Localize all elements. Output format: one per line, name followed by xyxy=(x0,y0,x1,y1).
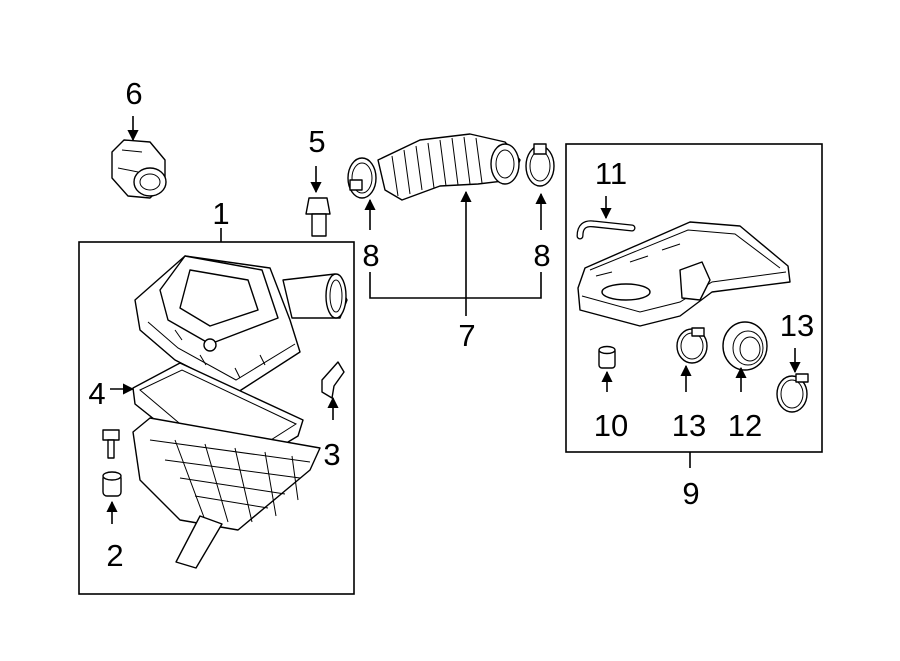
resonator-9 xyxy=(577,221,791,327)
callout-13-right: 13 xyxy=(780,308,814,343)
callout-3: 3 xyxy=(323,437,340,472)
callout-8-bracket xyxy=(369,272,542,299)
callout-12: 12 xyxy=(728,408,762,443)
clamp-13-left xyxy=(676,327,708,364)
bolt xyxy=(102,429,120,459)
callout-5: 5 xyxy=(308,124,325,159)
intake-duct-7 xyxy=(377,133,521,201)
air-cleaner-lower-tray xyxy=(132,417,321,569)
callout-13-left: 13 xyxy=(672,408,706,443)
clamp-8-left xyxy=(347,157,377,199)
callout-10: 10 xyxy=(594,408,628,443)
callout-4: 4 xyxy=(88,376,105,411)
air-cleaner-upper-housing xyxy=(134,255,348,393)
clamp-8-right xyxy=(525,143,555,187)
assembly-9-frame xyxy=(565,143,823,453)
callout-2: 2 xyxy=(106,538,123,573)
callout-7: 7 xyxy=(458,318,475,353)
clamp-13-right xyxy=(776,373,809,413)
callout-1: 1 xyxy=(212,196,229,231)
callout-8-left: 8 xyxy=(362,238,379,273)
callout-9: 9 xyxy=(682,476,699,511)
mass-air-flow-sensor-6 xyxy=(111,139,167,199)
callout-11: 11 xyxy=(595,156,627,191)
grommet-10 xyxy=(598,345,616,369)
assembly-1-frame xyxy=(78,241,355,595)
coupler-12 xyxy=(722,321,768,371)
grommet-2 xyxy=(102,471,122,497)
clip-3 xyxy=(321,361,345,399)
sensor-5 xyxy=(305,197,331,237)
callout-6: 6 xyxy=(125,76,142,111)
callout-8-right: 8 xyxy=(533,238,550,273)
